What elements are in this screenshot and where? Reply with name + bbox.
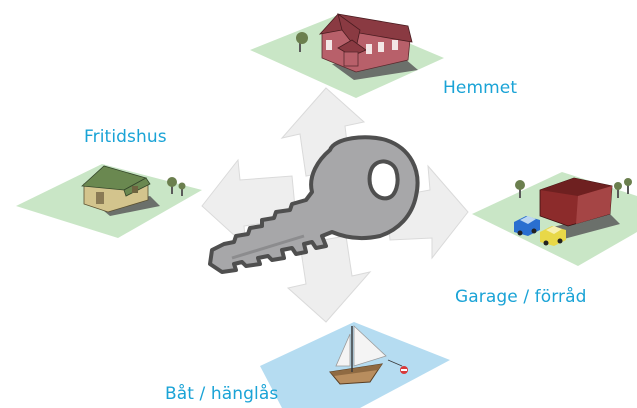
tree-icon <box>624 178 632 186</box>
home-illustration <box>250 14 444 98</box>
tree-icon <box>167 177 177 187</box>
tree-icon <box>179 183 186 190</box>
summer-house-illustration <box>16 164 202 238</box>
boat-label: Båt / hänglås <box>165 386 278 403</box>
garage-label: Garage / förråd <box>455 289 587 306</box>
tree-icon <box>515 180 525 190</box>
tree-icon <box>614 182 622 190</box>
tree-icon <box>296 32 308 44</box>
boat-illustration <box>260 322 450 408</box>
summer-house-label: Fritidshus <box>84 129 167 146</box>
garage-illustration <box>472 172 637 266</box>
home-label: Hemmet <box>443 80 517 97</box>
